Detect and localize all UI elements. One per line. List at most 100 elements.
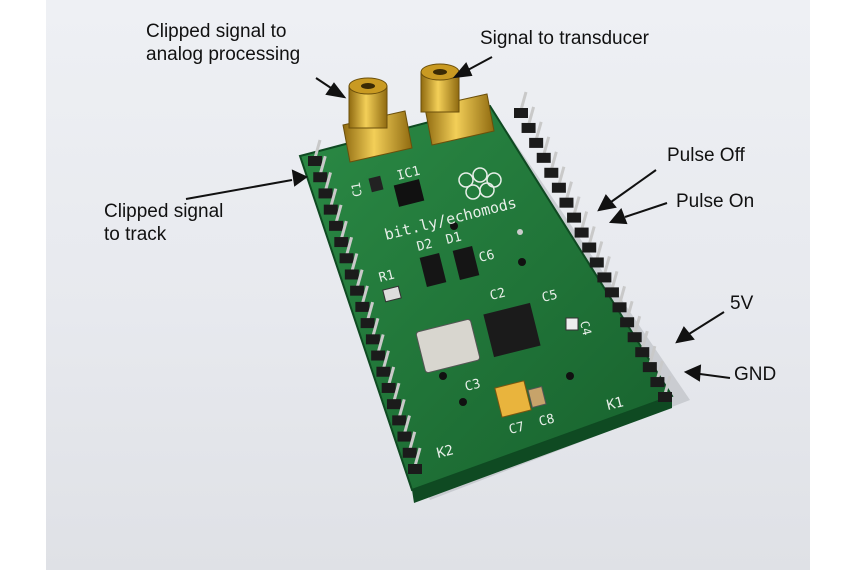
- left-header-pin-housing: [365, 334, 380, 345]
- echomods-logo: [458, 167, 502, 200]
- left-header-pin-housing: [329, 220, 344, 231]
- right-header-pin: [557, 166, 566, 186]
- left-header-pin-housing: [371, 350, 386, 361]
- left-header-pin: [324, 172, 332, 191]
- left-header-pin: [408, 431, 417, 451]
- sma-connector-right: [420, 63, 495, 146]
- left-header-pin-housing: [308, 156, 322, 166]
- right-header-pin-housing: [642, 362, 657, 373]
- silk-c7: C7: [507, 420, 526, 438]
- right-header-pin-housing: [567, 212, 582, 223]
- right-header-pin: [580, 211, 589, 230]
- right-header-pin-housing: [635, 347, 650, 358]
- silk-k2: K2: [435, 442, 455, 462]
- left-header-pin: [339, 220, 348, 240]
- arrowhead-track: [291, 169, 308, 187]
- left-header-pin-housing: [408, 464, 422, 474]
- right-header-pin: [655, 360, 664, 380]
- sma-connector-left: [342, 77, 413, 163]
- silk-c8: C8: [537, 412, 556, 430]
- arrow-track: [185, 179, 293, 200]
- right-header-pin: [595, 241, 604, 260]
- left-header-pin: [366, 301, 375, 321]
- right-header-pin: [587, 226, 596, 245]
- left-header-pin-housing: [334, 237, 349, 248]
- right-header-pin: [618, 285, 626, 305]
- left-header-pin: [376, 334, 385, 353]
- left-header-pin-housing: [360, 318, 375, 329]
- left-header-pin: [403, 415, 411, 434]
- left-header-pin: [350, 253, 359, 272]
- arrow-5v: [688, 311, 725, 335]
- label-5v: 5V: [730, 293, 754, 314]
- arrow-transducer: [465, 56, 493, 72]
- silk-c3: C3: [463, 377, 482, 395]
- left-header-pin-housing: [392, 415, 407, 426]
- right-header-pin-housing: [658, 392, 672, 402]
- left-header-pin: [360, 285, 369, 305]
- label-track-line-1: Clipped signal: [104, 201, 224, 222]
- arrow-pulse-off: [610, 169, 657, 203]
- left-header-pin-housing: [350, 285, 365, 296]
- left-header-pin-housing: [323, 204, 338, 215]
- label-clipped-signal-analog: Clipped signal to analog processing: [146, 20, 300, 66]
- left-header-pin-housing: [313, 172, 328, 183]
- right-header-pin-housing: [627, 332, 642, 343]
- right-header-pin: [534, 121, 543, 141]
- silk-r1: R1: [377, 268, 396, 286]
- right-header-pin: [633, 315, 642, 335]
- left-header-pin-housing: [402, 447, 417, 458]
- right-header-pin-housing: [582, 242, 597, 253]
- label-pulse-on: Pulse On: [676, 191, 755, 212]
- right-header-pin: [565, 181, 573, 201]
- left-pin-header: [308, 139, 422, 474]
- arrowhead-gnd: [683, 364, 702, 382]
- left-header-pin: [345, 236, 354, 256]
- arrowhead-transducer: [452, 62, 473, 79]
- right-header-pin: [640, 330, 649, 350]
- left-header-pin-housing: [381, 382, 396, 393]
- arrow-pulse-on: [624, 202, 668, 218]
- silk-d1: D1: [444, 230, 463, 248]
- right-header-pin-housing: [604, 287, 619, 298]
- left-header-pin-housing: [397, 431, 412, 442]
- arrowhead-pulse-off: [597, 194, 617, 212]
- right-header-pin-housing: [551, 182, 566, 193]
- arrowhead-pulse-on: [608, 208, 628, 225]
- left-header-pin: [413, 447, 422, 467]
- right-header-pin-housing: [574, 227, 589, 238]
- left-header-pin: [313, 139, 322, 159]
- left-header-pin: [329, 188, 338, 208]
- label-analog-line-1: Clipped signal to: [146, 21, 287, 42]
- left-header-pin-housing: [355, 301, 370, 312]
- right-header-pin: [648, 345, 657, 365]
- left-header-pin: [334, 204, 343, 224]
- silk-ic1: IC1: [395, 164, 421, 184]
- right-header-pin-housing: [536, 152, 551, 163]
- right-header-pin: [549, 151, 558, 171]
- right-header-pin-housing: [612, 302, 627, 313]
- right-header-pin: [610, 270, 619, 290]
- right-header-pin: [527, 106, 536, 126]
- right-header-pin: [602, 256, 611, 275]
- left-header-pin-housing: [339, 253, 354, 264]
- right-header-pin-housing: [559, 197, 574, 208]
- right-header-pin-housing: [514, 108, 528, 118]
- right-header-pin: [663, 375, 672, 395]
- label-track-line-2: to track: [104, 224, 167, 245]
- silk-c1: C1: [349, 181, 365, 198]
- label-clipped-signal-track: Clipped signal to track: [104, 200, 223, 246]
- arrowhead-analog: [325, 82, 347, 99]
- right-header-pin: [625, 300, 634, 320]
- silk-c2: C2: [488, 286, 507, 304]
- silk-c5: C5: [540, 288, 559, 306]
- left-header-pin-housing: [318, 188, 333, 199]
- right-header-pin-housing: [650, 377, 665, 388]
- right-header-pin-housing: [589, 257, 604, 268]
- silk-c6: C6: [477, 248, 496, 266]
- left-header-pin: [355, 269, 364, 289]
- left-header-pin: [318, 155, 327, 175]
- components: [368, 175, 579, 418]
- right-header-pin: [572, 196, 581, 216]
